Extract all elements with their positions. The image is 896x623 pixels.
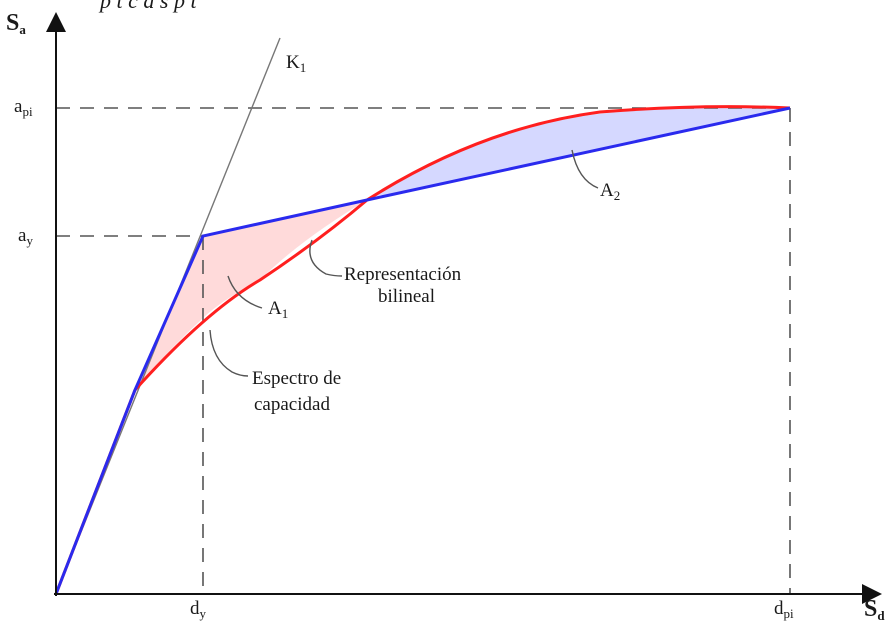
bilinear-label-line2: bilineal (378, 286, 435, 307)
bilinear-representation (54, 106, 791, 595)
caption-fragment: p t c d s p t (98, 0, 197, 13)
capacity-label-line1: Espectro de (252, 368, 341, 389)
capacity-leader-line (209, 329, 249, 377)
x-axis-title: Sd (864, 596, 885, 623)
area-a1-shading (135, 200, 367, 390)
bilinear-leader-line (309, 239, 343, 277)
tick-label-a-pi: api (14, 96, 33, 119)
tick-label-a-y: ay (18, 225, 33, 248)
a2-leader-line (571, 149, 599, 189)
capacity-label-line2: capacidad (254, 394, 330, 415)
a2-label: A2 (600, 180, 620, 203)
tick-label-d-y: dy (190, 598, 207, 621)
capacity-curve (54, 105, 791, 595)
k1-label: K1 (286, 52, 306, 75)
y-axis-title: Sa (6, 10, 26, 37)
a1-label: A1 (268, 298, 288, 321)
tick-label-d-pi: dpi (774, 598, 794, 621)
a1-leader-line (227, 275, 263, 309)
bilinear-label-line1: Representación (344, 264, 462, 285)
